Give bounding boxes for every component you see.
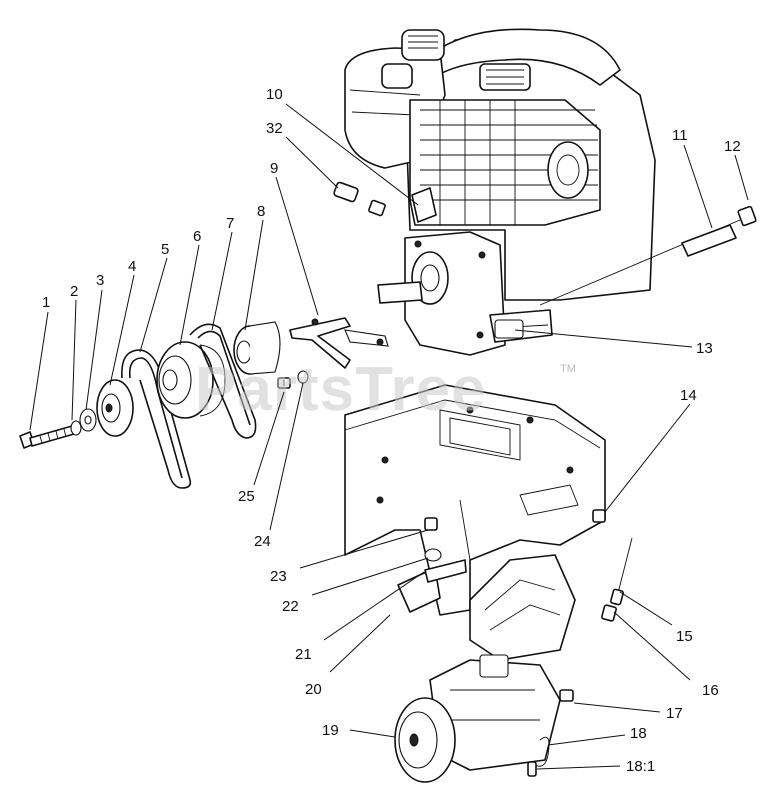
bracket-10 bbox=[411, 187, 437, 223]
leader-lines bbox=[29, 103, 749, 770]
callout-2: 2 bbox=[70, 283, 78, 300]
washer-22 bbox=[424, 548, 442, 562]
fitting-16 bbox=[601, 604, 617, 622]
callout-18-1: 18:1 bbox=[626, 758, 655, 775]
callout-20: 20 bbox=[305, 681, 322, 698]
spacer-32 bbox=[333, 181, 386, 217]
bolt-23 bbox=[424, 517, 438, 531]
nut-17 bbox=[559, 689, 574, 702]
callout-14: 14 bbox=[680, 387, 697, 404]
callout-4: 4 bbox=[128, 258, 136, 275]
belt-5 bbox=[121, 349, 192, 489]
auger-gearbox bbox=[429, 554, 576, 771]
idler-arm-9 bbox=[289, 317, 389, 369]
callout-21: 21 bbox=[295, 646, 312, 663]
callout-15: 15 bbox=[676, 628, 693, 645]
bolt-14 bbox=[592, 509, 606, 523]
rod-end bbox=[737, 205, 757, 227]
callout-10: 10 bbox=[266, 86, 283, 103]
callout-11: 11 bbox=[672, 127, 688, 144]
rod-sleeve bbox=[681, 224, 737, 257]
lock-washer-2 bbox=[70, 420, 82, 436]
callout-32: 32 bbox=[266, 120, 283, 137]
cable-15 bbox=[610, 537, 633, 606]
callout-3: 3 bbox=[96, 272, 104, 289]
callout-24: 24 bbox=[254, 533, 271, 550]
callout-12: 12 bbox=[724, 138, 741, 155]
callout-17: 17 bbox=[666, 705, 683, 722]
belt-7 bbox=[189, 323, 257, 439]
callout-19: 19 bbox=[322, 722, 339, 739]
watermark-trademark: TM bbox=[560, 363, 576, 375]
callout-9: 9 bbox=[270, 160, 278, 177]
fuel-cap bbox=[401, 29, 445, 61]
bolt-1 bbox=[19, 425, 75, 449]
callout-labels: 1 2 3 4 5 6 7 8 9 10 32 11 12 13 14 15 1… bbox=[42, 86, 741, 775]
callout-1: 1 bbox=[42, 294, 50, 311]
pulley-4 bbox=[96, 379, 134, 437]
oil-cap bbox=[381, 63, 413, 89]
callout-8: 8 bbox=[257, 203, 265, 220]
callout-6: 6 bbox=[193, 228, 201, 245]
pulley-8 bbox=[233, 321, 281, 375]
frame-housing bbox=[344, 319, 606, 616]
pulley-19 bbox=[394, 697, 456, 783]
callout-7: 7 bbox=[226, 215, 234, 232]
callout-16: 16 bbox=[702, 682, 719, 699]
control-rod bbox=[539, 205, 757, 306]
screw-25 bbox=[277, 377, 291, 389]
crankshaft bbox=[377, 281, 423, 304]
pin-18-1 bbox=[527, 761, 537, 777]
watermark-text: PartsTree bbox=[195, 355, 487, 424]
callout-25: 25 bbox=[238, 488, 255, 505]
spring-18 bbox=[534, 736, 550, 767]
spacer-21 bbox=[424, 559, 467, 583]
callout-5: 5 bbox=[161, 241, 169, 258]
callout-23: 23 bbox=[270, 568, 287, 585]
callout-13: 13 bbox=[696, 340, 713, 357]
callout-22: 22 bbox=[282, 598, 299, 615]
callout-18: 18 bbox=[630, 725, 647, 742]
pulley-6 bbox=[156, 341, 226, 419]
cylinder-fins bbox=[409, 99, 601, 226]
engine bbox=[344, 28, 656, 356]
